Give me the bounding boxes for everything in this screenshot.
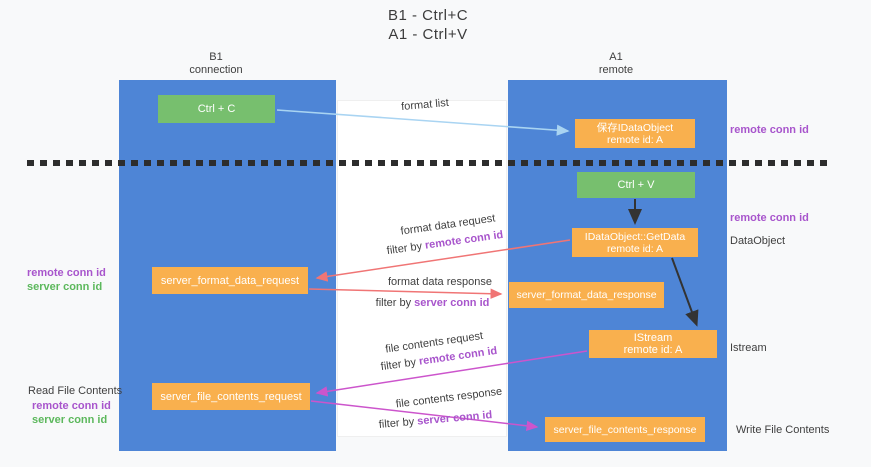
filter-by-server-conn-id-label-1: filter by server conn id — [375, 297, 490, 309]
save-idataobject-line2: remote id: A — [606, 133, 664, 146]
getdata-line2: remote id: A — [606, 242, 664, 255]
remote-conn-id-left-2: remote conn id — [32, 400, 111, 412]
message-label-panel — [337, 100, 507, 437]
idataobject-getdata-node: IDataObject::GetData remote id: A — [572, 228, 698, 257]
ctrl-v-label: Ctrl + V — [617, 179, 655, 191]
diagram-title: B1 - Ctrl+C A1 - Ctrl+V — [328, 6, 528, 44]
server-file-contents-request-node: server_file_contents_request — [152, 383, 310, 410]
lane-b1-subtitle: connection — [189, 64, 243, 76]
remote-conn-id-annotation-mid: remote conn id — [730, 212, 809, 224]
lane-header-a1: A1 remote — [556, 51, 676, 77]
ctrl-c-node: Ctrl + C — [158, 95, 275, 123]
remote-conn-id-left-1: remote conn id — [27, 267, 106, 279]
conn-id-pair-annotation-2: remote conn id server conn id — [32, 399, 111, 427]
file-request-label: server_file_contents_request — [160, 390, 302, 403]
file-response-label: server_file_contents_response — [553, 423, 697, 436]
remote-conn-id-annotation-top: remote conn id — [730, 124, 809, 136]
format-request-label: server_format_data_request — [160, 274, 300, 287]
format-response-label: server_format_data_response — [516, 289, 657, 301]
save-idataobject-node: 保存IDataObject remote id: A — [575, 119, 695, 148]
ctrl-v-node: Ctrl + V — [577, 172, 695, 198]
conn-id-pair-annotation-1: remote conn id server conn id — [27, 266, 106, 294]
istream-annotation: Istream — [730, 342, 767, 354]
title-line-2: A1 - Ctrl+V — [388, 26, 468, 43]
lane-header-b1: B1 connection — [156, 51, 276, 77]
server-conn-id-left-1: server conn id — [27, 281, 103, 293]
format-data-response-label: format data response — [388, 276, 492, 288]
dataobject-annotation: DataObject — [730, 235, 786, 247]
lane-a1-title: A1 — [609, 51, 623, 63]
save-idataobject-line1: 保存IDataObject — [596, 121, 674, 134]
lane-a1-subtitle: remote — [598, 64, 634, 76]
ctrl-c-label: Ctrl + C — [197, 103, 236, 115]
server-file-contents-response-node: server_file_contents_response — [545, 417, 705, 442]
istream-node: IStream remote id: A — [589, 330, 717, 358]
filter-prefix: filter by — [375, 297, 415, 309]
read-file-contents-annotation: Read File Contents — [28, 385, 123, 397]
server-format-data-request-node: server_format_data_request — [152, 267, 308, 294]
server-format-data-response-node: server_format_data_response — [509, 282, 664, 308]
write-file-contents-annotation: Write File Contents — [736, 424, 830, 436]
getdata-line1: IDataObject::GetData — [584, 230, 686, 243]
lane-b1-title: B1 — [209, 51, 223, 63]
istream-line1: IStream — [633, 332, 673, 344]
filter-value: server conn id — [414, 297, 490, 309]
istream-line2: remote id: A — [623, 344, 683, 356]
title-line-1: B1 - Ctrl+C — [387, 7, 469, 24]
server-conn-id-left-2: server conn id — [32, 414, 108, 426]
